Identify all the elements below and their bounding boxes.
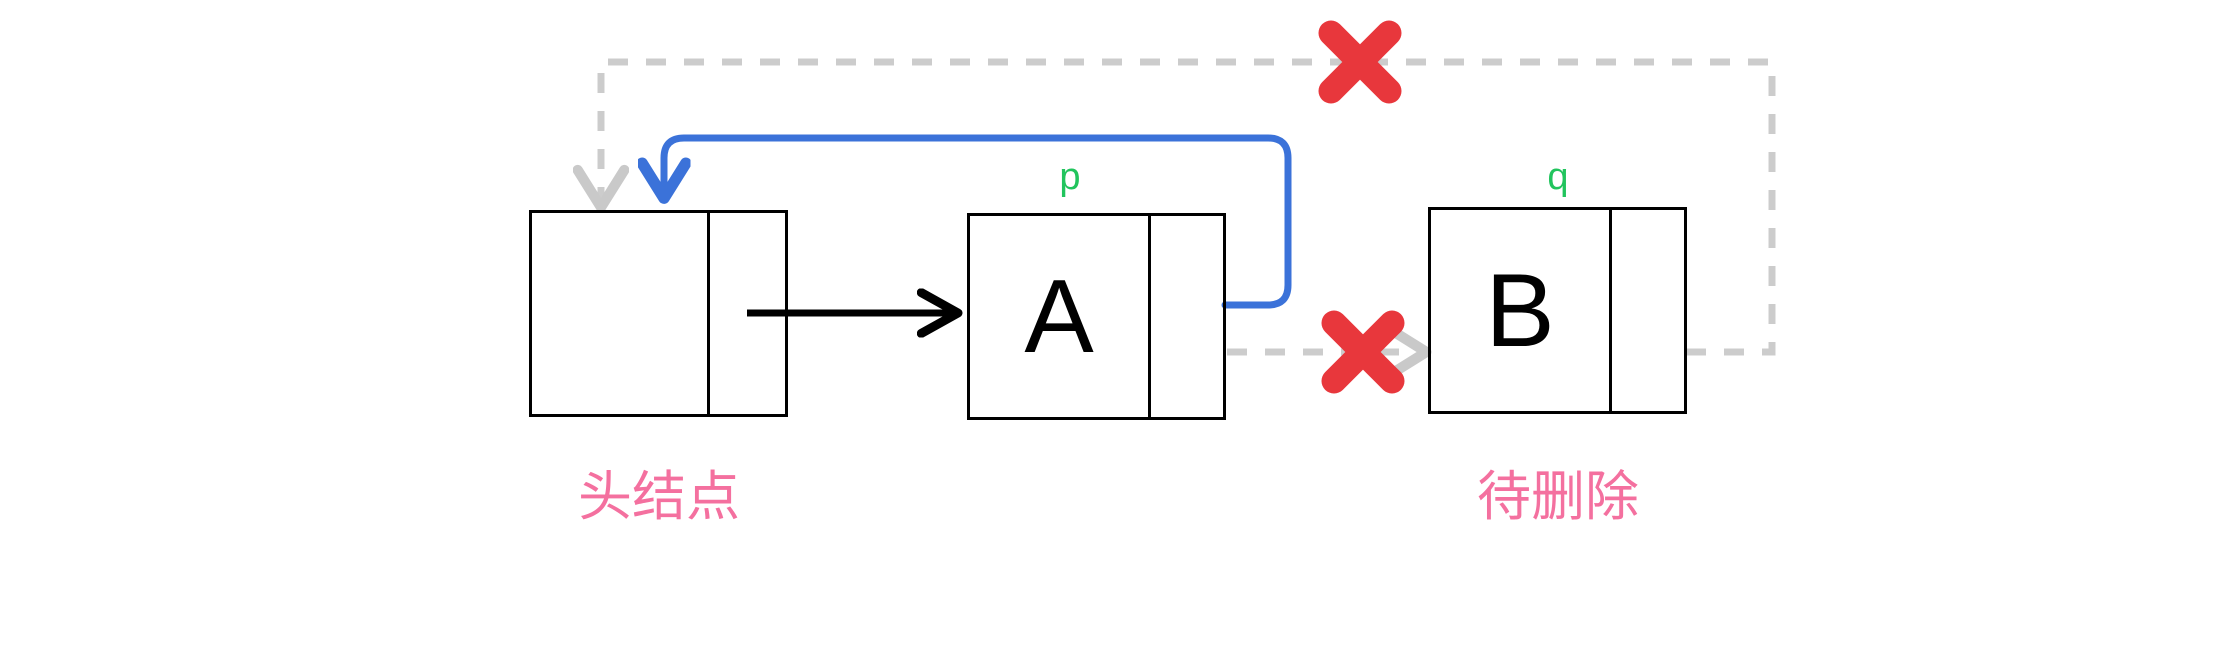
node-a-next-cell [1148,216,1223,417]
edge-b-to-head-old-link [601,58,1776,356]
cross-mark-middle-icon [1321,310,1405,394]
list-node-b[interactable]: B [1428,207,1687,414]
node-a-data-cell: A [970,216,1148,417]
caption-head-node: 头结点 [578,467,740,527]
pointer-label-p: p [1059,156,1081,198]
list-node-a[interactable]: A [967,213,1226,420]
node-b-value: B [1485,252,1555,369]
caption-node-to-delete: 待删除 [1477,467,1639,527]
cross-mark-top-icon [1318,20,1402,104]
node-b-data-cell: B [1431,210,1609,411]
node-a-value: A [1024,258,1094,375]
edge-a-to-head-new-link [664,134,1292,309]
node-b-next-cell [1609,210,1684,411]
node-head-data-cell [532,213,707,414]
list-node-head[interactable] [529,210,788,417]
pointer-label-q: q [1547,156,1569,198]
node-head-next-cell [707,213,785,414]
